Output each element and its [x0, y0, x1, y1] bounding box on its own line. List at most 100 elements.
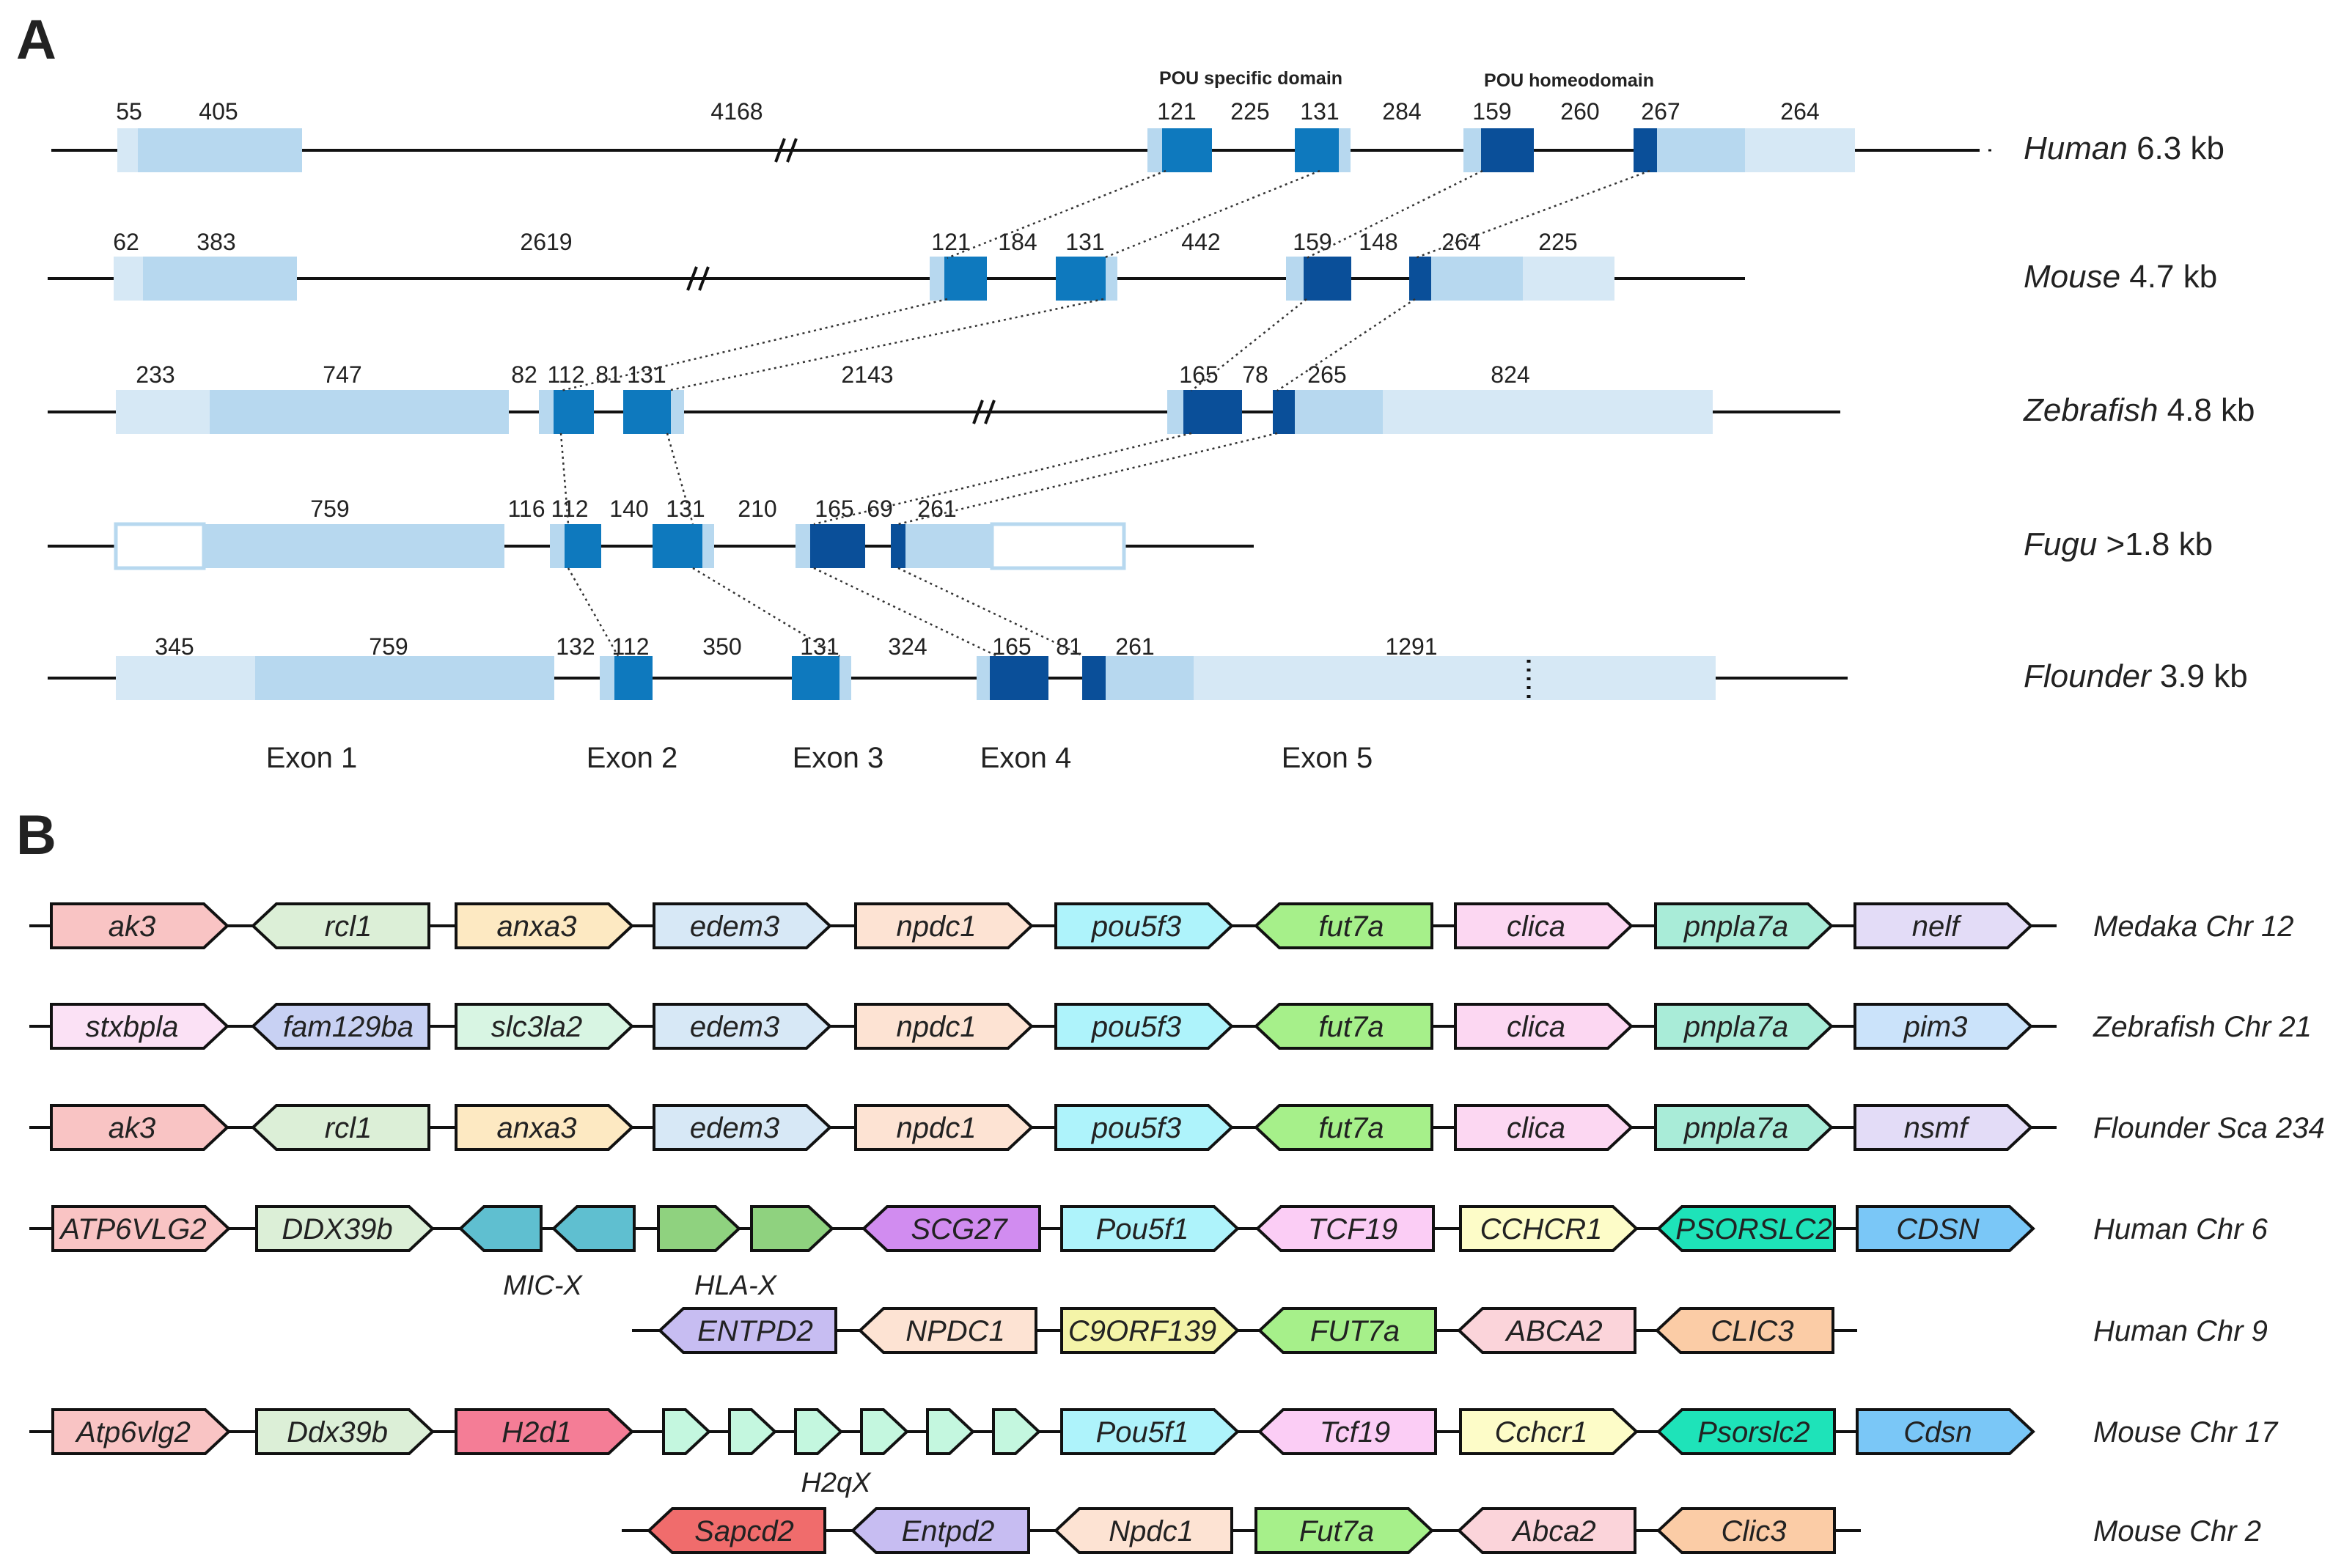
cluster-gene-arrow [662, 1408, 711, 1455]
exon-segment [1339, 128, 1351, 172]
exon-segment [565, 524, 601, 568]
exon-segment [653, 524, 702, 568]
exon-segment [796, 524, 810, 568]
gene-name: npdc1 [897, 910, 977, 943]
exon-segment [204, 524, 504, 568]
gene-arrow [455, 1104, 634, 1151]
gene-arrow [653, 902, 832, 949]
gene-name: pnpla7a [1683, 1112, 1788, 1144]
cluster-gene-arrow [992, 1408, 1041, 1455]
species-name: Zebrafish [2023, 392, 2158, 428]
exon-segment [1431, 257, 1523, 301]
gene-arrow [1060, 1307, 1240, 1354]
species-name: Mouse [2024, 259, 2120, 295]
length-label: 210 [738, 496, 776, 522]
gene-name: fut7a [1319, 1011, 1384, 1043]
length-label: 131 [666, 496, 705, 522]
exon-segment [114, 522, 206, 570]
gene-name: CLIC3 [1711, 1315, 1793, 1347]
gene-name: clica [1507, 1011, 1565, 1043]
homology-connector [1103, 169, 1320, 260]
gene-arrow [255, 1408, 435, 1455]
exon-segment [1463, 128, 1481, 172]
gene-arrow [1459, 1408, 1639, 1455]
gene-arrow [850, 1507, 1030, 1554]
gene-arrow [251, 1104, 430, 1151]
homology-connector [813, 432, 1192, 526]
gene-name: Entpd2 [902, 1515, 995, 1547]
length-label: 132 [556, 633, 595, 660]
gene-name: pim3 [1903, 1011, 1968, 1043]
gene-name: pou5f3 [1091, 1011, 1181, 1043]
gene-name: CCHCR1 [1480, 1213, 1603, 1245]
gene-name: NPDC1 [905, 1315, 1005, 1347]
exon-segment [930, 257, 944, 301]
homology-connector [567, 567, 620, 657]
cluster-label-mic-x: MIC-X [503, 1270, 583, 1301]
exon-segment [944, 257, 987, 301]
gene-arrow [1454, 1003, 1634, 1050]
exon-segment [1106, 656, 1194, 700]
gene-name: stxbpla [86, 1011, 179, 1043]
gene-name: Tcf19 [1320, 1416, 1390, 1449]
length-label: 184 [998, 229, 1037, 255]
gene-arrow [1656, 1507, 1836, 1554]
gene-arrow [455, 1003, 634, 1050]
homology-connector [666, 298, 1104, 392]
exon-segment [1056, 257, 1106, 301]
gene-name: TCF19 [1308, 1213, 1397, 1245]
cluster-gene-arrow [750, 1205, 834, 1252]
exon-segment [138, 128, 302, 172]
pou-homeodomain-label: POU homeodomain [1484, 70, 1654, 91]
exon-segment [1167, 390, 1183, 434]
gene-name: ak3 [109, 910, 156, 943]
gene-name: rcl1 [325, 1112, 372, 1144]
exon-segment [1273, 390, 1295, 434]
gene-name: DDX39b [282, 1213, 392, 1245]
gene-arrow [50, 1003, 229, 1050]
homology-connector [666, 433, 694, 525]
genome-size: 4.8 kb [2158, 392, 2255, 428]
length-label: 225 [1230, 98, 1269, 125]
axis-break-mark [972, 400, 984, 424]
length-label: 116 [507, 496, 545, 522]
length-label: 2619 [520, 229, 572, 255]
gene-name: ENTPD2 [697, 1315, 813, 1347]
gene-arrow [251, 902, 430, 949]
length-label: 82 [511, 361, 537, 388]
gene-arrow [1254, 1104, 1433, 1151]
gene-name: Atp6vlg2 [75, 1416, 191, 1449]
exon-segment [905, 524, 992, 568]
axis-break-mark [698, 266, 710, 291]
length-label: 78 [1242, 361, 1268, 388]
exon-segment [891, 524, 905, 568]
exon-segment [702, 524, 714, 568]
gene-name: nsmf [1904, 1112, 1971, 1144]
exon-segment [554, 390, 594, 434]
length-label: 405 [199, 98, 238, 125]
genome-size: 4.7 kb [2120, 259, 2217, 295]
exon-segment [1295, 128, 1339, 172]
gene-arrow [1853, 902, 2033, 949]
gene-arrow [1060, 1408, 1240, 1455]
gene-arrow [1454, 902, 1634, 949]
length-label: 148 [1359, 229, 1397, 255]
axis-break-mark [686, 266, 698, 291]
gene-name: Ddx39b [287, 1416, 388, 1449]
exon-label: Exon 3 [793, 742, 884, 774]
genome-size: >1.8 kb [2097, 526, 2213, 562]
gene-name: Fut7a [1299, 1515, 1374, 1547]
gene-name: ak3 [109, 1112, 156, 1144]
gene-name: Npdc1 [1109, 1515, 1194, 1547]
gene-arrow [1257, 1307, 1437, 1354]
exon-segment [255, 656, 554, 700]
length-label: 81 [595, 361, 622, 388]
gene-arrow [1254, 1507, 1434, 1554]
gene-arrow [854, 1104, 1034, 1151]
gene-name: PSORSLC2 [1675, 1213, 1832, 1245]
